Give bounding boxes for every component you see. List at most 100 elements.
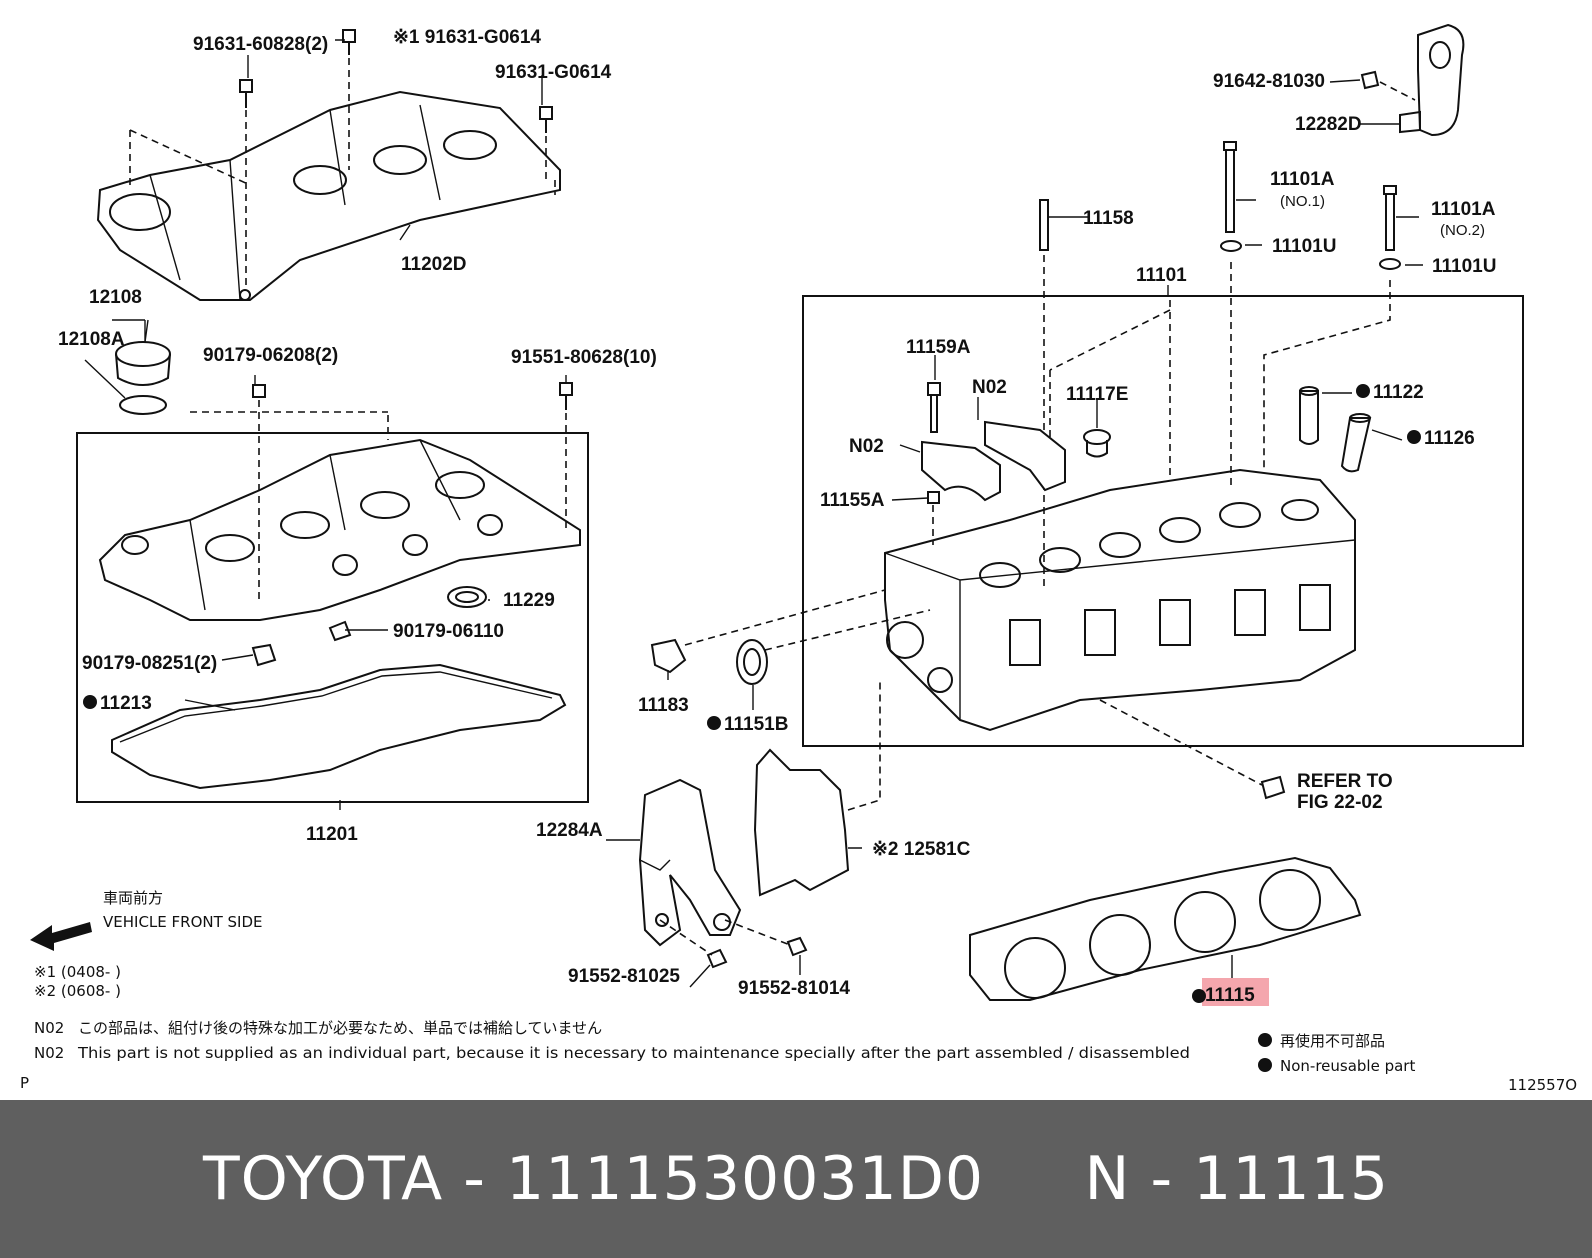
- brand-name: TOYOTA: [202, 1144, 444, 1214]
- plug-11117e: [1083, 429, 1111, 458]
- bolt-91642-81030: [1360, 70, 1416, 101]
- label-91552-81014: 91552-81014: [738, 978, 850, 999]
- label-91631-g0614-a: ※1 91631-G0614: [393, 27, 541, 48]
- bolt-91551-80628: [559, 382, 573, 530]
- bolt-91552-81014: [724, 919, 808, 957]
- legend-dot-jp: [1258, 1033, 1272, 1047]
- label-11183: 11183: [638, 695, 689, 716]
- exploded-view: 91631-60828(2) ※1 91631-G0614 91631-G061…: [20, 23, 1577, 1094]
- note-n02-jp: この部品は、組付け後の特殊な加工が必要なため、単品では補給していません: [78, 1019, 602, 1037]
- label-90179-08251: 90179-08251(2): [82, 653, 217, 674]
- label-91642-81030: 91642-81030: [1213, 71, 1325, 92]
- bolt-11101a-no1: [1220, 141, 1242, 490]
- figure-number: 112557O: [1508, 1076, 1577, 1094]
- gasket-11213: [111, 663, 567, 790]
- non-reusable-dot-11115: [1192, 989, 1206, 1003]
- label-11101u-1: 11101U: [1272, 236, 1336, 257]
- front-side-jp: 車両前方: [103, 889, 163, 907]
- stud-11158: [1039, 199, 1049, 590]
- grommet-90179-06110: [328, 620, 352, 642]
- label-11151b: 11151B: [724, 714, 788, 735]
- label-11155a: 11155A: [820, 490, 885, 511]
- label-11213: 11213: [100, 693, 152, 714]
- part-number-banner: TOYOTA - 1111530031D0 N - 11115: [0, 1100, 1592, 1258]
- label-12108a: 12108A: [58, 329, 125, 350]
- label-11202d: 11202D: [401, 254, 467, 275]
- label-11101u-2: 11101U: [1432, 256, 1496, 277]
- label-91631-g0614-b: 91631-G0614: [495, 62, 612, 83]
- seal-ring-11229: [447, 586, 487, 608]
- label-11122: 11122: [1373, 382, 1424, 403]
- label-11126: 11126: [1424, 428, 1475, 449]
- valve-cover-cap-11202d: [96, 90, 561, 301]
- label-11159a: 11159A: [906, 337, 971, 358]
- cylinder-head-11101: [884, 300, 1356, 732]
- camshaft-bearing-cap-n02: [921, 420, 1066, 502]
- label-12284a: 12284A: [536, 820, 603, 841]
- label-11201: 11201: [306, 824, 358, 845]
- ref-prefix: N: [1084, 1144, 1131, 1214]
- note-n02-code-en: N02: [34, 1044, 64, 1062]
- cylinder-head-cover: [98, 411, 581, 621]
- label-12108: 12108: [89, 287, 142, 308]
- parts-diagram: 91631-60828(2) ※1 91631-G0614 91631-G061…: [20, 23, 1578, 1094]
- oil-seal-11151b: [736, 609, 931, 685]
- label-n02-a: N02: [972, 377, 1007, 398]
- non-reusable-dot-11151b: [707, 716, 721, 730]
- label-11158: 11158: [1083, 208, 1134, 229]
- label-11101a-no2: 11101A: [1431, 199, 1496, 220]
- non-reusable-dot-11126: [1407, 430, 1421, 444]
- grommet-90179-06208: [252, 384, 266, 600]
- label-12282d: 12282D: [1295, 114, 1362, 135]
- group-box-11101: [802, 295, 1524, 747]
- note-n02-en: This part is not supplied as an individu…: [77, 1044, 1190, 1062]
- bolt-91552-81025: [659, 919, 728, 969]
- label-no2: (NO.2): [1440, 222, 1485, 239]
- engine-hanger-12282d: [1399, 23, 1465, 137]
- legend-en: Non-reusable part: [1280, 1057, 1415, 1075]
- front-arrow-icon: [30, 922, 92, 951]
- grommet-90179-08251: [251, 643, 277, 667]
- label-11229: 11229: [503, 590, 555, 611]
- label-91552-81025: 91552-81025: [568, 966, 680, 987]
- group-box-11201: [76, 432, 589, 803]
- label-90179-06208: 90179-06208(2): [203, 345, 338, 366]
- highlight-11115: [1202, 978, 1269, 1006]
- guide-11122: [1299, 386, 1319, 445]
- label-n02-b: N02: [849, 436, 884, 457]
- label-91551-80628: 91551-80628(10): [511, 347, 657, 368]
- label-91631-60828: 91631-60828(2): [193, 34, 328, 55]
- timing-cover-12581c: [753, 680, 881, 897]
- label-90179-06110: 90179-06110: [393, 621, 504, 642]
- corner-p: P: [20, 1074, 29, 1092]
- ref-number: 11115: [1193, 1144, 1390, 1214]
- footnote-2: ※2 (0608- ): [34, 982, 121, 1000]
- label-no1: (NO.1): [1280, 193, 1325, 210]
- label-refer-to: REFER TO: [1297, 771, 1393, 792]
- bolt-11101a-no2: [1263, 185, 1401, 470]
- bolt-91631-g0614-b: [539, 106, 553, 180]
- engine-hanger-12284a: [638, 778, 742, 947]
- label-11115: 11115: [1205, 985, 1255, 1006]
- label-fig-22-02: FIG 22-02: [1297, 792, 1383, 813]
- bolt-91631-g0614-a: [342, 29, 356, 170]
- head-gasket-11115: [969, 856, 1362, 1001]
- label-11101: 11101: [1136, 265, 1187, 286]
- footnote-1: ※1 (0408- ): [34, 963, 121, 981]
- non-reusable-dot-11122: [1356, 384, 1370, 398]
- front-side-en: VEHICLE FRONT SIDE: [103, 913, 263, 931]
- label-12581c: ※2 12581C: [872, 839, 971, 860]
- non-reusable-dot-11213: [83, 695, 97, 709]
- note-n02-code-jp: N02: [34, 1019, 64, 1037]
- plug-11183: [650, 589, 886, 674]
- label-11101a-no1: 11101A: [1270, 169, 1335, 190]
- stud-11159a: [927, 382, 941, 433]
- label-11117e: 11117E: [1066, 384, 1128, 405]
- legend-jp: 再使用不可部品: [1280, 1032, 1385, 1050]
- part-number: 1111530031D0: [505, 1144, 985, 1214]
- guide-11126: [1340, 413, 1372, 473]
- pin-11155a: [927, 491, 940, 545]
- legend-dot-en: [1258, 1058, 1272, 1072]
- refer-fig-dowel: [1099, 699, 1286, 800]
- bolt-91631-60828: [239, 79, 253, 290]
